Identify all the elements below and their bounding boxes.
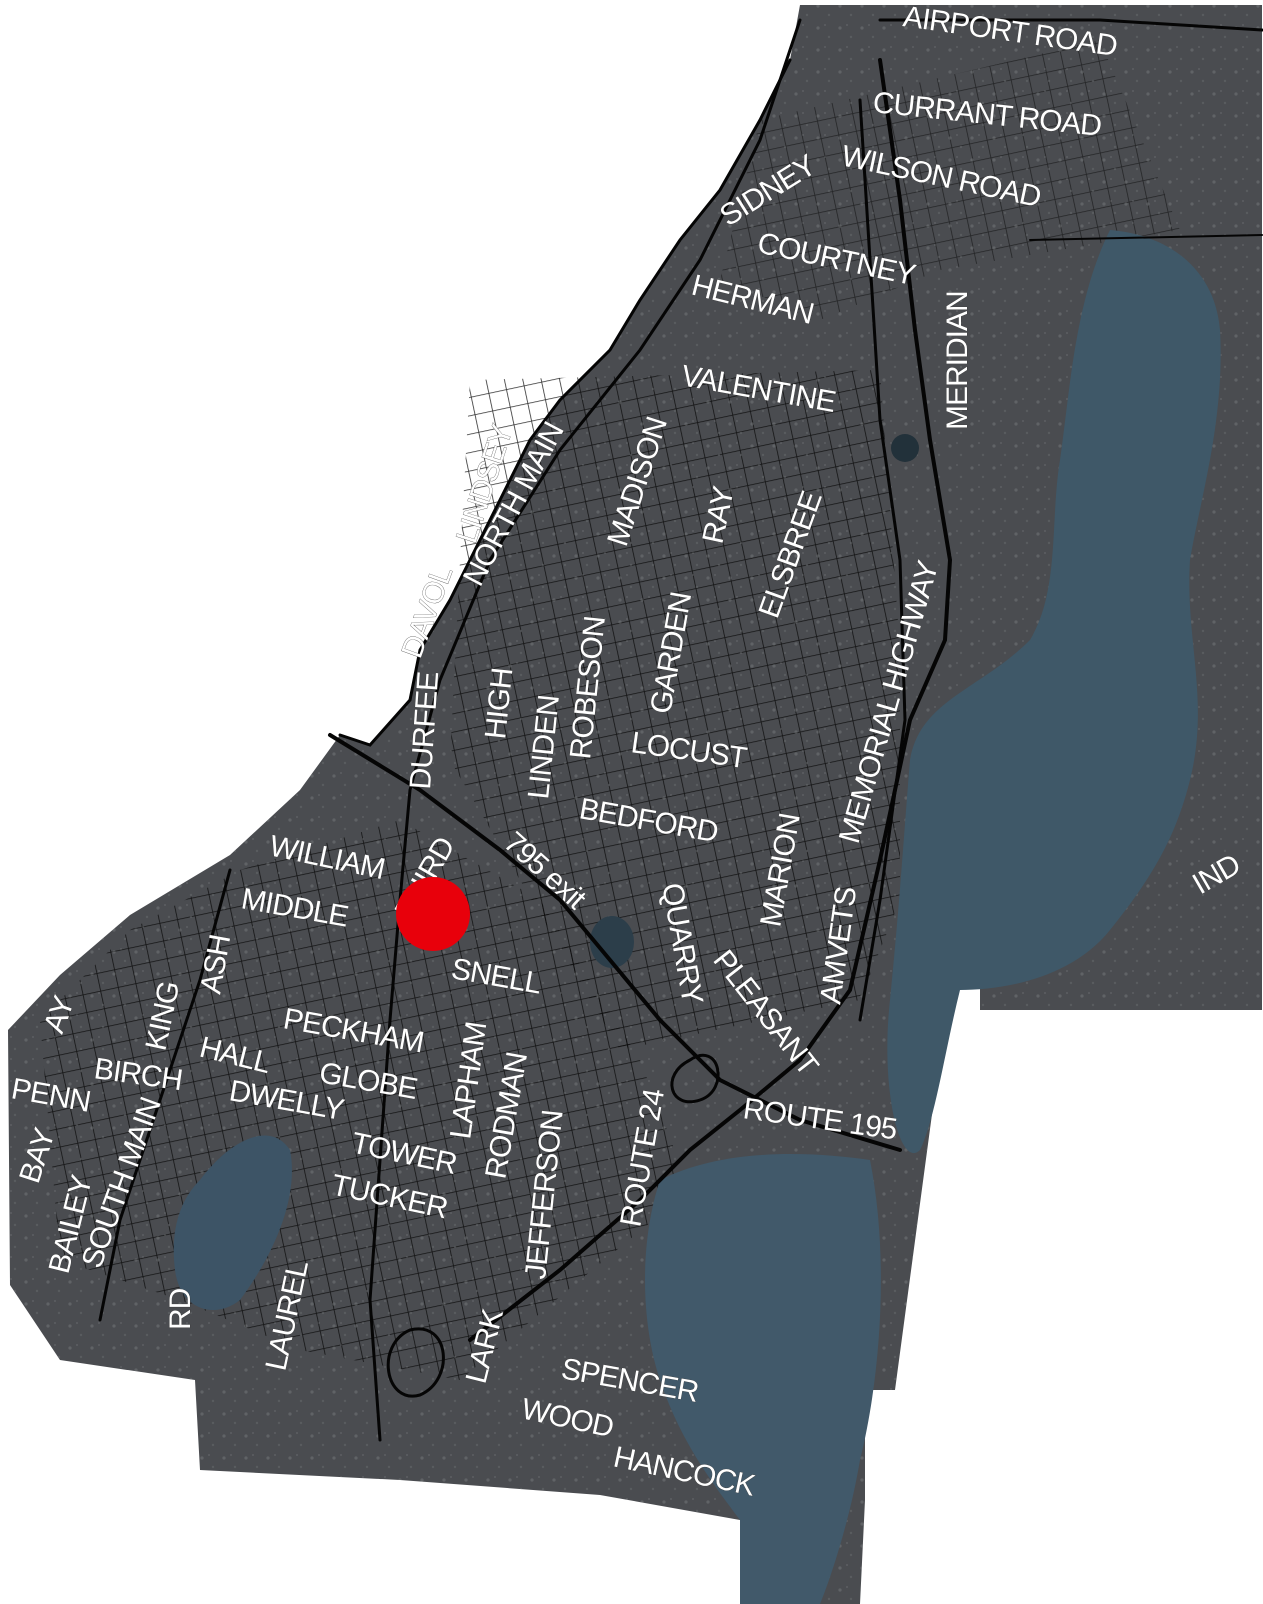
memorial-highway-road <box>858 98 907 1022</box>
east-road <box>1029 234 1263 241</box>
quarry-pond <box>590 916 634 968</box>
south-interchange <box>386 1327 445 1398</box>
shore-road <box>338 58 792 747</box>
label-durfee: DURFEE <box>404 671 445 790</box>
label-meridian: MERIDIAN <box>941 291 974 430</box>
road-layer <box>98 18 1263 1442</box>
south-main-road <box>98 868 232 1322</box>
label-high: HIGH <box>479 667 519 741</box>
route-195 <box>328 733 902 1152</box>
label-rd: RD <box>164 1288 197 1330</box>
watuppa-pond <box>887 230 1221 1154</box>
south-watuppa-pond <box>645 1154 881 1604</box>
north-main-road <box>368 18 802 1442</box>
route-24 <box>468 58 953 1342</box>
small-pond <box>891 434 919 462</box>
cook-pond <box>173 1135 292 1310</box>
interchange-loop <box>670 1053 720 1104</box>
airport-road <box>878 18 1263 32</box>
water-layer <box>173 230 1221 1604</box>
location-marker[interactable] <box>396 877 470 951</box>
